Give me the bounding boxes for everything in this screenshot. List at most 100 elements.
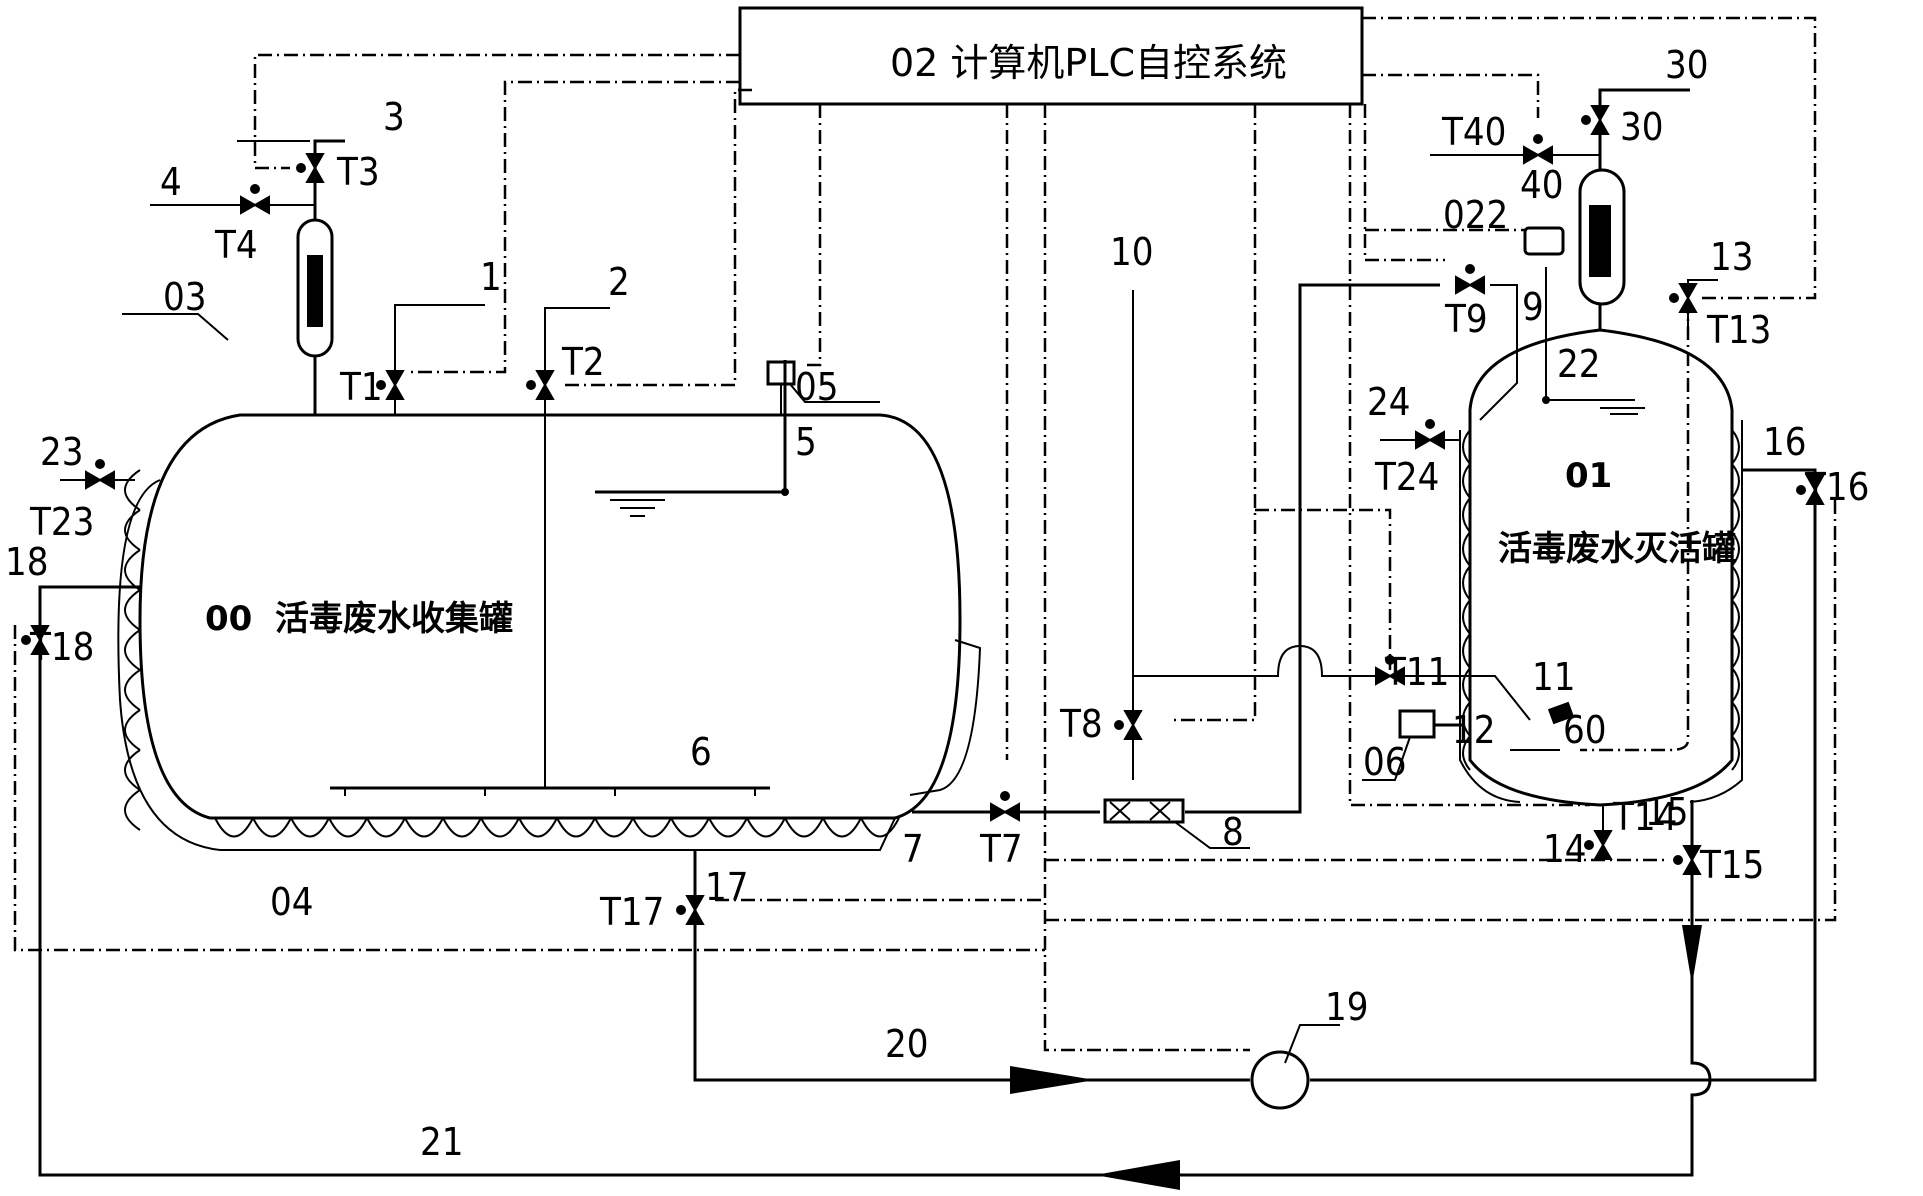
valve-actuator-icon [1796, 485, 1806, 495]
jacket-coil [1462, 531, 1471, 567]
valve-actuator-icon [1584, 840, 1594, 850]
jacket-coil [822, 817, 862, 838]
tank01-code: 01 [1565, 456, 1612, 496]
jacket-coil [860, 817, 900, 838]
label-3: 3 [383, 95, 405, 139]
jacket-coil [1731, 599, 1740, 635]
jacket-coil [1462, 599, 1471, 635]
separator-top-right[interactable] [1430, 88, 1690, 330]
valve-label-T30: 30 [1620, 105, 1664, 149]
jacket-coil [1731, 701, 1740, 737]
jacket-coil [480, 817, 520, 838]
valve-label-T18: T18 [29, 625, 94, 669]
jacket-coil [442, 817, 482, 838]
valve-label-T14: T14 [1612, 795, 1677, 839]
valve-T13[interactable] [1669, 283, 1698, 313]
label-7: 7 [902, 827, 924, 871]
valve-T4[interactable] [240, 184, 270, 215]
valve-actuator-icon [1581, 115, 1591, 125]
sparger-11[interactable] [1547, 701, 1575, 725]
valve-actuator-icon [1669, 293, 1679, 303]
valve-actuator-icon [250, 184, 260, 194]
valve-actuator-icon [526, 380, 536, 390]
jacket-coil [252, 817, 292, 838]
label-60: 60 [1563, 708, 1607, 752]
valve-T3[interactable] [296, 153, 325, 183]
jacket-coil [1731, 735, 1740, 771]
valve-T23[interactable] [85, 459, 115, 490]
valve-actuator-icon [676, 905, 686, 915]
valve-T2[interactable] [526, 370, 555, 400]
jacket-coil [1731, 531, 1740, 567]
pump-19[interactable] [1250, 1024, 1340, 1110]
valve-T9[interactable] [1455, 264, 1485, 295]
valve-actuator-icon [21, 635, 31, 645]
valve-T40[interactable] [1523, 134, 1553, 165]
level-sensor-05[interactable] [766, 360, 880, 415]
valve-T24[interactable] [1415, 419, 1445, 450]
label-1: 1 [480, 255, 502, 299]
pipe-16 [1310, 468, 1817, 1082]
pipe-11 [1133, 644, 1531, 721]
jacket-coil [1731, 429, 1740, 465]
jacket-coil [366, 817, 406, 838]
label-20: 20 [885, 1022, 929, 1066]
jacket-coil [1731, 463, 1740, 499]
label-2: 2 [608, 260, 630, 304]
label-15: 15 [1645, 790, 1689, 834]
jacket-coil [1462, 701, 1471, 737]
jacket-coil [1462, 463, 1471, 499]
valve-label-T2: T2 [561, 340, 605, 384]
label-8: 8 [1222, 810, 1244, 854]
label-13: 13 [1710, 235, 1754, 279]
label-17: 17 [705, 865, 749, 909]
level-sensor-022[interactable] [1523, 226, 1565, 256]
valve-T8[interactable] [1114, 710, 1143, 740]
jacket-coil [1462, 735, 1471, 771]
valve-label-T8: T8 [1059, 702, 1103, 746]
jacket-coil [1731, 565, 1740, 601]
valve-labels: T1 T2 T3 T4 T7 T8 T9 T11 T13 T14 T15 T16… [29, 105, 1869, 934]
temperature-sensor-06[interactable] [1362, 709, 1465, 781]
valve-T17[interactable] [676, 895, 705, 925]
heating-jacket-04 [117, 479, 896, 851]
valve-T7[interactable] [990, 791, 1020, 822]
label-22: 22 [1557, 342, 1601, 386]
plc-control-system[interactable]: 02 计算机PLC自控系统 [738, 6, 1364, 106]
jacket-coil [124, 669, 141, 711]
collection-tank-00[interactable]: 00 活毒废水收集罐 [117, 360, 1740, 851]
valve-actuator-icon [1673, 855, 1683, 865]
jacket-coil [124, 749, 141, 791]
pipe-9 [1185, 283, 1440, 814]
label-16: 16 [1763, 420, 1807, 464]
label-30: 30 [1665, 43, 1709, 87]
label-23: 23 [40, 430, 84, 474]
jacket-coil [1731, 497, 1740, 533]
valve-actuator-icon [296, 163, 306, 173]
plc-label: 02 计算机PLC自控系统 [890, 41, 1287, 85]
label-18: 18 [5, 540, 49, 584]
item-labels: 1 2 3 4 5 6 7 8 9 10 11 12 13 14 15 16 1… [5, 43, 1807, 1164]
valve-T1[interactable] [376, 370, 405, 400]
valve-actuator-icon [1000, 791, 1010, 801]
inactivation-tank-01[interactable]: 01 活毒废水灭活罐 [1459, 267, 1743, 807]
flow-arrow-21 [1095, 1160, 1180, 1190]
label-5: 5 [795, 420, 817, 464]
jacket-coil [404, 817, 444, 838]
valve-label-T7: T7 [979, 827, 1023, 871]
label-10: 10 [1110, 230, 1154, 274]
valve-T15[interactable] [1673, 845, 1702, 875]
flowmeter-8[interactable] [1103, 798, 1250, 849]
valve-T14[interactable] [1584, 830, 1613, 860]
label-24: 24 [1367, 380, 1411, 424]
jacket-coil [124, 589, 141, 631]
valve-label-T16: T16 [1804, 465, 1869, 509]
valve-T30[interactable] [1581, 105, 1610, 135]
valve-label-T13: T13 [1706, 308, 1771, 352]
label-40: 40 [1520, 163, 1564, 207]
jacket-coil [124, 469, 141, 511]
valve-actuator-icon [1385, 655, 1395, 665]
label-19: 19 [1325, 985, 1369, 1029]
valve-label-T1: T1 [339, 365, 383, 409]
